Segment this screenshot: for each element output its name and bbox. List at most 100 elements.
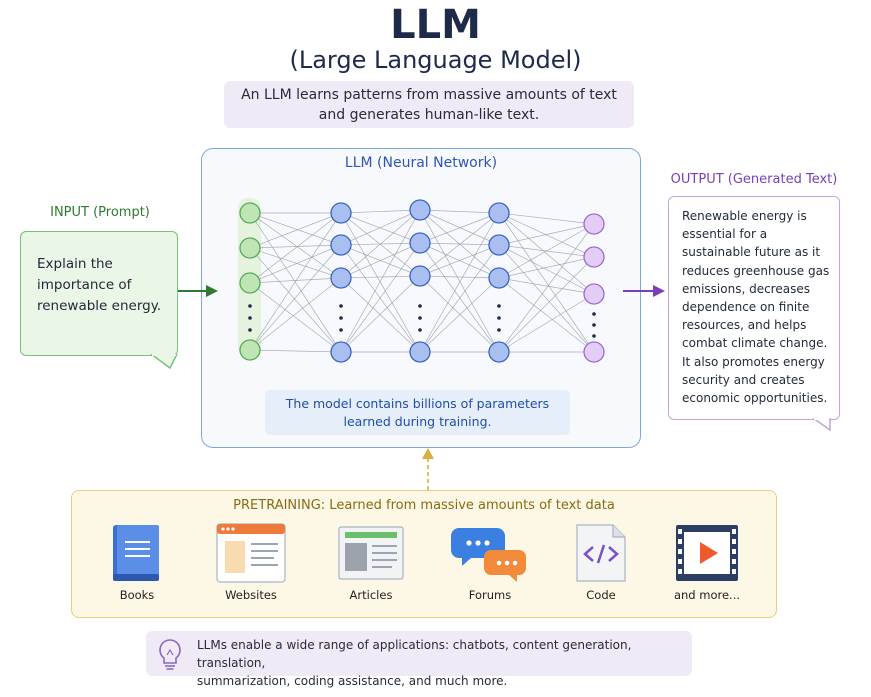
network-connection [498,244,595,353]
article-icon [338,526,404,580]
network-connection [498,212,595,258]
network-connection [498,212,595,225]
neuron [239,202,261,224]
network-connection [249,212,342,353]
output-line: essential for a [682,227,768,242]
ellipsis-dot [418,316,422,320]
ellipsis-dot [248,316,252,320]
network-connection [340,242,421,353]
parameters-note-line-1: The model contains billions of parameter… [285,395,550,411]
network-connection [419,212,500,277]
network-connection [498,277,595,353]
network-connection [340,212,421,244]
network-connection [340,209,421,214]
output-line: Renewable energy is [682,209,807,223]
input-label: INPUT (Prompt) [50,205,150,220]
parameters-note: The model contains billions of parameter… [265,390,570,435]
ellipsis-dot [418,304,422,308]
output-bubble-tail [812,418,831,432]
network-connection [340,277,421,353]
network-connection [340,275,421,353]
code-file-icon [576,524,626,582]
output-arrow-icon [623,285,665,297]
applications-text: LLMs enable a wide range of applications… [197,636,687,690]
ellipsis-dot [339,304,343,308]
output-line: emissions, decreases [682,281,810,296]
input-bubble-tail [150,354,178,370]
ellipsis-dot [592,334,596,338]
neuron [330,341,352,363]
neuron [409,265,431,287]
network-connection [419,244,500,277]
output-line: economic opportunities. [682,391,828,406]
network-connection [340,212,421,277]
network-neurons [239,199,605,363]
ellipsis-dot [248,328,252,332]
output-line: reduces greenhouse gas [682,263,830,278]
neuron [583,341,605,363]
network-connection [419,209,500,246]
source-books: Books [92,522,182,602]
ellipsis-dot [497,328,501,332]
neuron [488,234,510,256]
parameters-note-line-2: learned during training. [343,413,492,429]
network-connections [249,209,595,353]
neuron [239,272,261,294]
pretraining-panel [71,490,777,618]
applications-line-1: LLMs enable a wide range of applications… [197,638,632,670]
network-connection [419,242,500,246]
network-connection [419,244,500,353]
source-label: and more... [673,588,741,602]
network-connection [419,275,500,353]
input-line: renewable energy. [37,298,162,314]
network-connection [498,244,595,295]
network-connection [498,223,595,353]
output-line: security and creates [682,372,805,387]
network-connection [340,209,421,353]
source-more: and more... [662,522,752,602]
output-label: OUTPUT (Generated Text) [670,172,838,187]
network-connection [249,277,342,351]
input-prompt-bubble: Explain the importance of renewable ener… [20,231,178,356]
network-connection [340,209,421,279]
network-connection [498,256,595,353]
source-websites: Websites [206,522,296,602]
neuron [409,232,431,254]
neuron [583,213,605,235]
neuron [488,341,510,363]
page-subtitle: (Large Language Model) [289,46,582,74]
source-label: Code [586,588,616,602]
output-line: combat climate change. [682,336,828,351]
network-connection [419,212,500,244]
network-connection [419,209,500,353]
ellipsis-dot [339,328,343,332]
chat-bubbles-icon [451,528,526,582]
source-code: Code [556,522,646,602]
network-connection [498,256,595,279]
description-line-2: and generates human-like text. [318,106,540,123]
network-connection [249,212,342,279]
pretraining-arrow-icon [422,448,434,490]
input-line: importance of [37,277,132,293]
network-connection [340,212,421,353]
network-connection [249,212,342,351]
description-line-1: An LLM learns patterns from massive amou… [241,86,617,103]
network-connection [498,212,595,353]
network-connection [249,212,342,284]
network-connection [249,212,342,246]
network-connection [249,349,342,353]
neuron [583,283,605,305]
output-line: It also promotes energy [682,354,825,369]
network-connection [498,212,595,295]
neuron [330,267,352,289]
applications-line-2: summarization, coding assistance, and mu… [197,674,508,688]
network-connection [340,242,421,279]
ellipsis-dot [418,328,422,332]
network-connection [340,244,421,353]
network-connection [249,244,342,249]
book-icon [113,525,159,581]
pretraining-title: PRETRAINING: Learned from massive amount… [233,498,615,513]
lightbulb-icon [159,639,181,670]
network-connection [498,293,595,353]
network-connection [249,277,342,284]
